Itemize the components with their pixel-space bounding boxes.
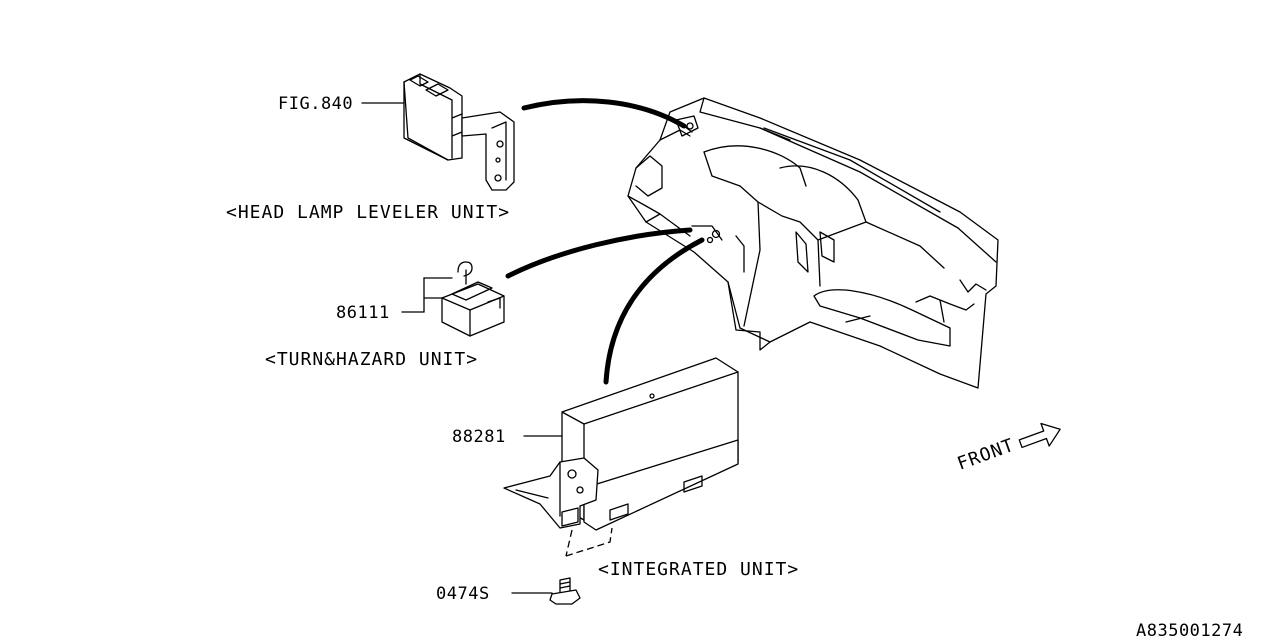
arrow-head-lamp-to-panel [521, 98, 687, 129]
turn-hazard-unit-drawing [423, 261, 505, 337]
integrated-unit-caption: <INTEGRATED UNIT> [598, 559, 799, 580]
install-line-left [565, 529, 573, 557]
part-86111-label[interactable]: 86111 [336, 303, 390, 323]
fig840-label[interactable]: FIG.840 [278, 94, 353, 114]
integrated-unit-drawing [503, 357, 739, 531]
arrow-head-lamp-tip [683, 125, 693, 133]
arrow-integrated-to-panel [603, 237, 705, 385]
screw-drawing [549, 577, 581, 605]
front-direction-indicator: FRONT [955, 422, 1061, 475]
part-0474s-label[interactable]: 0474S [436, 584, 490, 604]
head-lamp-leveler-caption: <HEAD LAMP LEVELER UNIT> [226, 202, 510, 223]
front-label: FRONT [955, 435, 1018, 475]
front-arrow-icon [1018, 422, 1061, 449]
install-line-right [565, 527, 613, 557]
turn-hazard-caption: <TURN&HAZARD UNIT> [265, 349, 478, 370]
part-88281-label[interactable]: 88281 [452, 427, 506, 447]
instrument-panel-drawing [627, 97, 999, 389]
arrow-turn-hazard-to-panel [505, 227, 693, 279]
diagram-id: A835001274 [1136, 621, 1243, 640]
head-lamp-leveler-unit-drawing [403, 73, 515, 191]
